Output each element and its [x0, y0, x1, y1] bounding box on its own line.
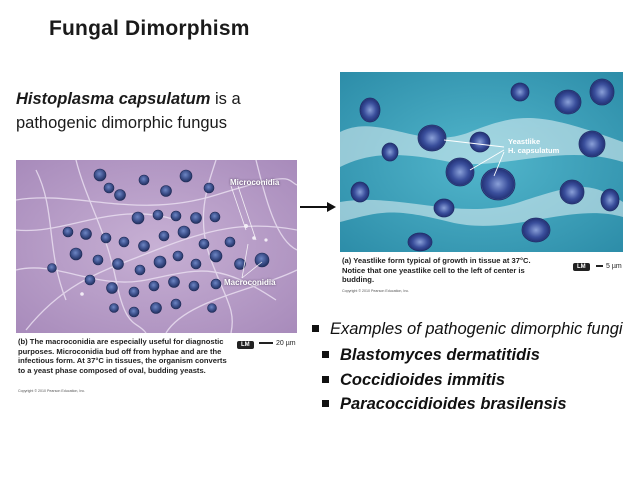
list-item: Coccidioides immitis	[322, 368, 632, 393]
copyright-left: Copyright © 2010 Pearson Education, Inc.	[18, 389, 86, 393]
label-macroconidia: Macroconidia	[224, 278, 276, 287]
list-item: Blastomyces dermatitidis	[322, 343, 632, 368]
examples-heading-text: Examples of pathogenic dimorphic fungi	[330, 320, 623, 338]
list-item-text: Paracoccidioides brasilensis	[340, 395, 567, 413]
intro-rest: is a	[210, 90, 241, 108]
arrow-right-icon	[300, 202, 336, 212]
left-figure: Microconidia Macroconidia (b) The macroc…	[16, 160, 297, 396]
lm-badge-left: LM	[237, 341, 254, 349]
intro-line2: pathogenic dimorphic fungus	[16, 114, 227, 132]
label-yeastlike-line1: Yeastlike	[508, 137, 541, 146]
slide-title: Fungal Dimorphism	[49, 17, 250, 40]
micrograph-yeast: Yeastlike H. capsulatum	[340, 72, 623, 252]
right-figure: Yeastlike H. capsulatum (a) Yeastlike fo…	[340, 72, 623, 294]
caption-right: (a) Yeastlike form typical of growth in …	[342, 256, 531, 285]
bullet-square-icon	[312, 325, 319, 332]
micrograph-conidia-image	[16, 160, 297, 333]
lm-badge-right: LM	[573, 263, 590, 271]
label-yeastlike: Yeastlike H. capsulatum	[508, 137, 560, 155]
examples-heading: Examples of pathogenic dimorphic fungi	[312, 317, 632, 341]
bullet-square-icon	[322, 375, 329, 383]
list-item-text: Coccidioides immitis	[340, 370, 506, 389]
copyright-right: Copyright © 2010 Pearson Education, Inc.	[342, 289, 410, 293]
scale-bar-right	[596, 265, 603, 268]
intro-species: Histoplasma capsulatum	[16, 90, 211, 108]
label-yeastlike-line2: H. capsulatum	[508, 145, 560, 155]
caption-left: (b) The macroconidia are especially usef…	[18, 337, 227, 375]
list-item: Paracoccidioides brasilensis	[322, 392, 632, 417]
list-item-text: Blastomyces dermatitidis	[340, 346, 540, 364]
scale-label-left: 20 µm	[276, 340, 296, 347]
bullet-square-icon	[322, 400, 329, 407]
scale-left: 20 µm	[259, 340, 296, 347]
intro-text: Histoplasma capsulatum is a pathogenic d…	[16, 87, 306, 135]
scale-label-right: 5 µm	[606, 263, 622, 270]
examples-sublist: Blastomyces dermatitidis Coccidioides im…	[322, 343, 632, 417]
micrograph-conidia: Microconidia Macroconidia	[16, 160, 297, 333]
examples-list: Examples of pathogenic dimorphic fungi B…	[312, 317, 632, 417]
bullet-square-icon	[322, 351, 329, 358]
label-microconidia: Microconidia	[230, 178, 280, 187]
scale-bar-left	[259, 342, 273, 345]
scale-right: 5 µm	[596, 263, 622, 270]
micrograph-yeast-image	[340, 72, 623, 252]
